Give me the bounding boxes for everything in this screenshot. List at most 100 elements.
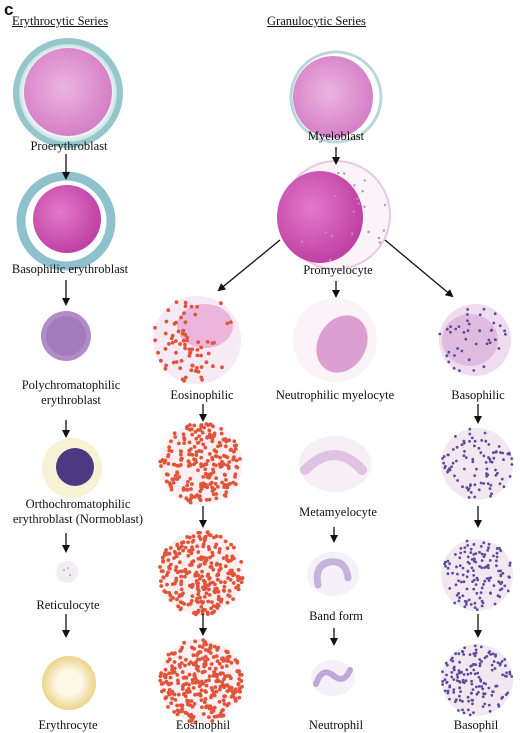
basophil-granule — [462, 653, 466, 656]
eosinophilic-granule — [207, 587, 211, 592]
basophil-granule — [483, 656, 487, 660]
eosinophilic-granule — [226, 464, 231, 469]
eosinophilic-granule — [222, 482, 227, 487]
promyelocyte-granule — [367, 230, 370, 234]
basophilic-granule — [473, 601, 477, 605]
basophilic-granule — [455, 445, 459, 449]
basophil-granule — [471, 702, 474, 706]
eosinophilic-granule — [178, 607, 183, 612]
basophilic-granule — [486, 482, 490, 485]
basophil-granule — [451, 659, 455, 663]
basophil-granule — [443, 678, 447, 682]
eosinophilic-granule — [174, 554, 179, 559]
eosinophilic-granule — [190, 495, 194, 500]
eosinophilic-granule — [218, 455, 223, 460]
basophil-granule — [475, 685, 478, 689]
eosinophil-granule — [226, 701, 231, 706]
eosinophilic-granule — [222, 584, 227, 589]
basophilic-granule — [494, 338, 497, 342]
differentiation-arrows — [62, 147, 482, 646]
eosinophil-granule — [194, 678, 199, 683]
eosinophilic-granule — [199, 365, 204, 369]
basophilic-granule — [457, 325, 461, 328]
eosinophilic-granule — [186, 459, 191, 463]
eosinophilic-granule — [218, 534, 223, 539]
basophilic-granule — [474, 342, 478, 346]
basophil-granule — [443, 689, 447, 693]
eosinophilic-granule — [175, 570, 180, 575]
eosinophilic-granule — [218, 443, 223, 448]
label-eosinophilic: Eosinophilic — [170, 388, 234, 402]
basophilic-granule — [472, 587, 476, 591]
panel-letter: c — [4, 0, 14, 19]
eosinophil-granule — [191, 653, 196, 658]
basophilic-granule — [449, 325, 452, 329]
basophil-granule — [469, 671, 473, 675]
basophilic-granule — [461, 566, 465, 570]
eosinophilic-granule — [158, 565, 162, 569]
basophil-granule — [480, 685, 484, 688]
basophilic-granule — [495, 559, 498, 563]
eosinophilic-granule — [168, 483, 173, 488]
basophil-granule — [441, 680, 445, 683]
basophil-granule — [450, 675, 454, 679]
basophilic-granule — [463, 605, 467, 609]
eosinophilic-granule — [182, 602, 187, 606]
eosinophilic-granule — [183, 375, 188, 380]
eosinophilic-granule — [183, 545, 188, 550]
eosinophilic-granule — [193, 430, 198, 434]
basophilic-granule — [490, 328, 493, 332]
eosinophil-granule — [187, 719, 192, 723]
basophil-granule — [468, 653, 472, 656]
eosinophilic-granule — [210, 550, 215, 555]
eosinophil-granule — [227, 654, 232, 659]
basophilic-granule — [452, 366, 456, 370]
eosinophil-granule — [213, 685, 218, 689]
basophilic-granule — [498, 482, 502, 486]
eosinophilic-granule — [187, 448, 192, 453]
eosinophilic-granule — [191, 534, 196, 539]
eosinophil-granule — [204, 679, 208, 683]
eosinophil-granule — [225, 656, 230, 661]
eosinophilic-granule — [201, 481, 206, 486]
eosinophilic-granule — [167, 565, 172, 569]
basophilic-granule — [510, 463, 514, 466]
eosinophilic-granule — [199, 423, 204, 427]
basophil-granule — [468, 713, 472, 717]
basophilic-granule — [498, 547, 501, 550]
basophil-granule — [491, 652, 495, 656]
eosinophilic-granule — [216, 590, 221, 594]
eosinophil-granule — [161, 681, 166, 685]
basophilic-granule — [492, 456, 496, 460]
basophilic-granule — [446, 566, 450, 570]
eosinophilic-granule — [236, 578, 241, 583]
eosinophilic-granule — [179, 582, 184, 587]
basophil-granule — [498, 663, 502, 667]
eosinophil-granule — [222, 702, 227, 706]
eosinophilic-granule — [166, 558, 171, 562]
basophilic-granule — [486, 564, 490, 567]
basophilic-granule — [478, 313, 482, 317]
eosinophilic-granule — [201, 475, 206, 479]
label-proerythroblast: Proerythroblast — [30, 139, 108, 153]
eosinophilic-granule — [219, 580, 223, 584]
eosinophilic-granule — [192, 444, 197, 449]
basophilic-granule — [498, 324, 502, 328]
eosinophil-granule — [200, 705, 204, 710]
eosinophilic-granule — [201, 585, 205, 590]
eosinophilic-granule — [161, 575, 166, 580]
eosinophilic-granule — [188, 476, 193, 481]
eosinophilic-granule — [190, 594, 195, 598]
basophilic-granule — [453, 474, 456, 478]
eosinophilic-granule — [189, 585, 194, 589]
eosinophilic-granule — [179, 449, 184, 454]
promyelocyte-granule — [352, 210, 355, 213]
eosinophil-granule — [215, 674, 219, 679]
eosinophilic-granule — [153, 338, 158, 343]
basophil-granule — [508, 672, 512, 676]
basophilic-granule — [482, 365, 486, 369]
eosinophil-granule — [163, 667, 168, 672]
eosinophilic-granule — [193, 369, 198, 373]
eosinophil-granule — [198, 657, 202, 662]
eosinophil-granule — [159, 671, 164, 675]
